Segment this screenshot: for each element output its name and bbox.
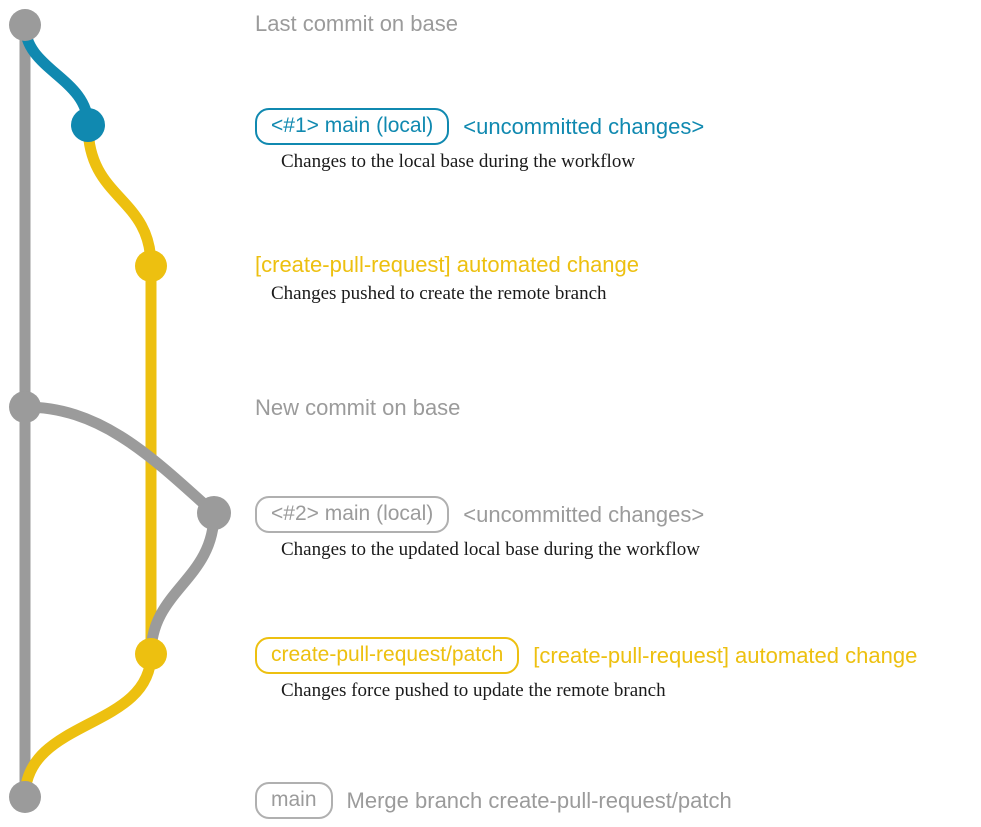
commit-node-base-merge[interactable] (9, 781, 41, 813)
commit-node-base-new[interactable] (9, 391, 41, 423)
commit-description: Changes to the local base during the wor… (281, 151, 636, 172)
commit-subject: <uncommitted changes> (463, 501, 705, 527)
commit-row-last-commit-on-base: Last commit on base (255, 11, 458, 37)
commit-node-local-2[interactable] (197, 496, 231, 530)
commit-subject: New commit on base (255, 395, 461, 420)
commit-row-local-1: <#1> main (local) <uncommitted changes> … (255, 108, 704, 173)
commit-description: Changes pushed to create the remote bran… (271, 283, 607, 304)
branch-tag-main-local-1[interactable]: <#1> main (local) (255, 108, 450, 145)
commit-subject: <uncommitted changes> (463, 113, 705, 139)
edge-remote-merge-to-base (19, 648, 157, 803)
commit-row-new-commit-on-base: New commit on base (255, 395, 460, 421)
commit-row-remote-1: [create-pull-request] automated change C… (255, 252, 639, 305)
commit-node-local-1[interactable] (71, 108, 105, 142)
edge-updated-local-to-remote (145, 507, 220, 660)
branch-tag-main[interactable]: main (255, 782, 333, 819)
commit-node-remote-2[interactable] (135, 638, 167, 670)
commit-subject: Merge branch create-pull-request/patch (346, 787, 732, 813)
commit-node-remote-1[interactable] (135, 250, 167, 282)
commit-row-remote-2: create-pull-request/patch [create-pull-r… (255, 637, 917, 702)
commit-node-base-last[interactable] (9, 9, 41, 41)
commit-description: Changes to the updated local base during… (281, 539, 700, 560)
branch-tag-main-local-2[interactable]: <#2> main (local) (255, 496, 450, 533)
commit-row-local-2: <#2> main (local) <uncommitted changes> … (255, 496, 704, 561)
commit-subject: [create-pull-request] automated change (255, 252, 640, 277)
commit-row-merge: main Merge branch create-pull-request/pa… (255, 782, 732, 819)
edge-base-to-updated-local (19, 401, 220, 519)
commit-subject: [create-pull-request] automated change (533, 642, 918, 668)
commit-subject: Last commit on base (255, 11, 458, 36)
commit-description: Changes force pushed to update the remot… (281, 680, 666, 701)
commit-graph-svg (9, 9, 231, 813)
branch-tag-create-pull-request-patch[interactable]: create-pull-request/patch (255, 637, 520, 674)
edge-local-to-remote (82, 119, 157, 272)
